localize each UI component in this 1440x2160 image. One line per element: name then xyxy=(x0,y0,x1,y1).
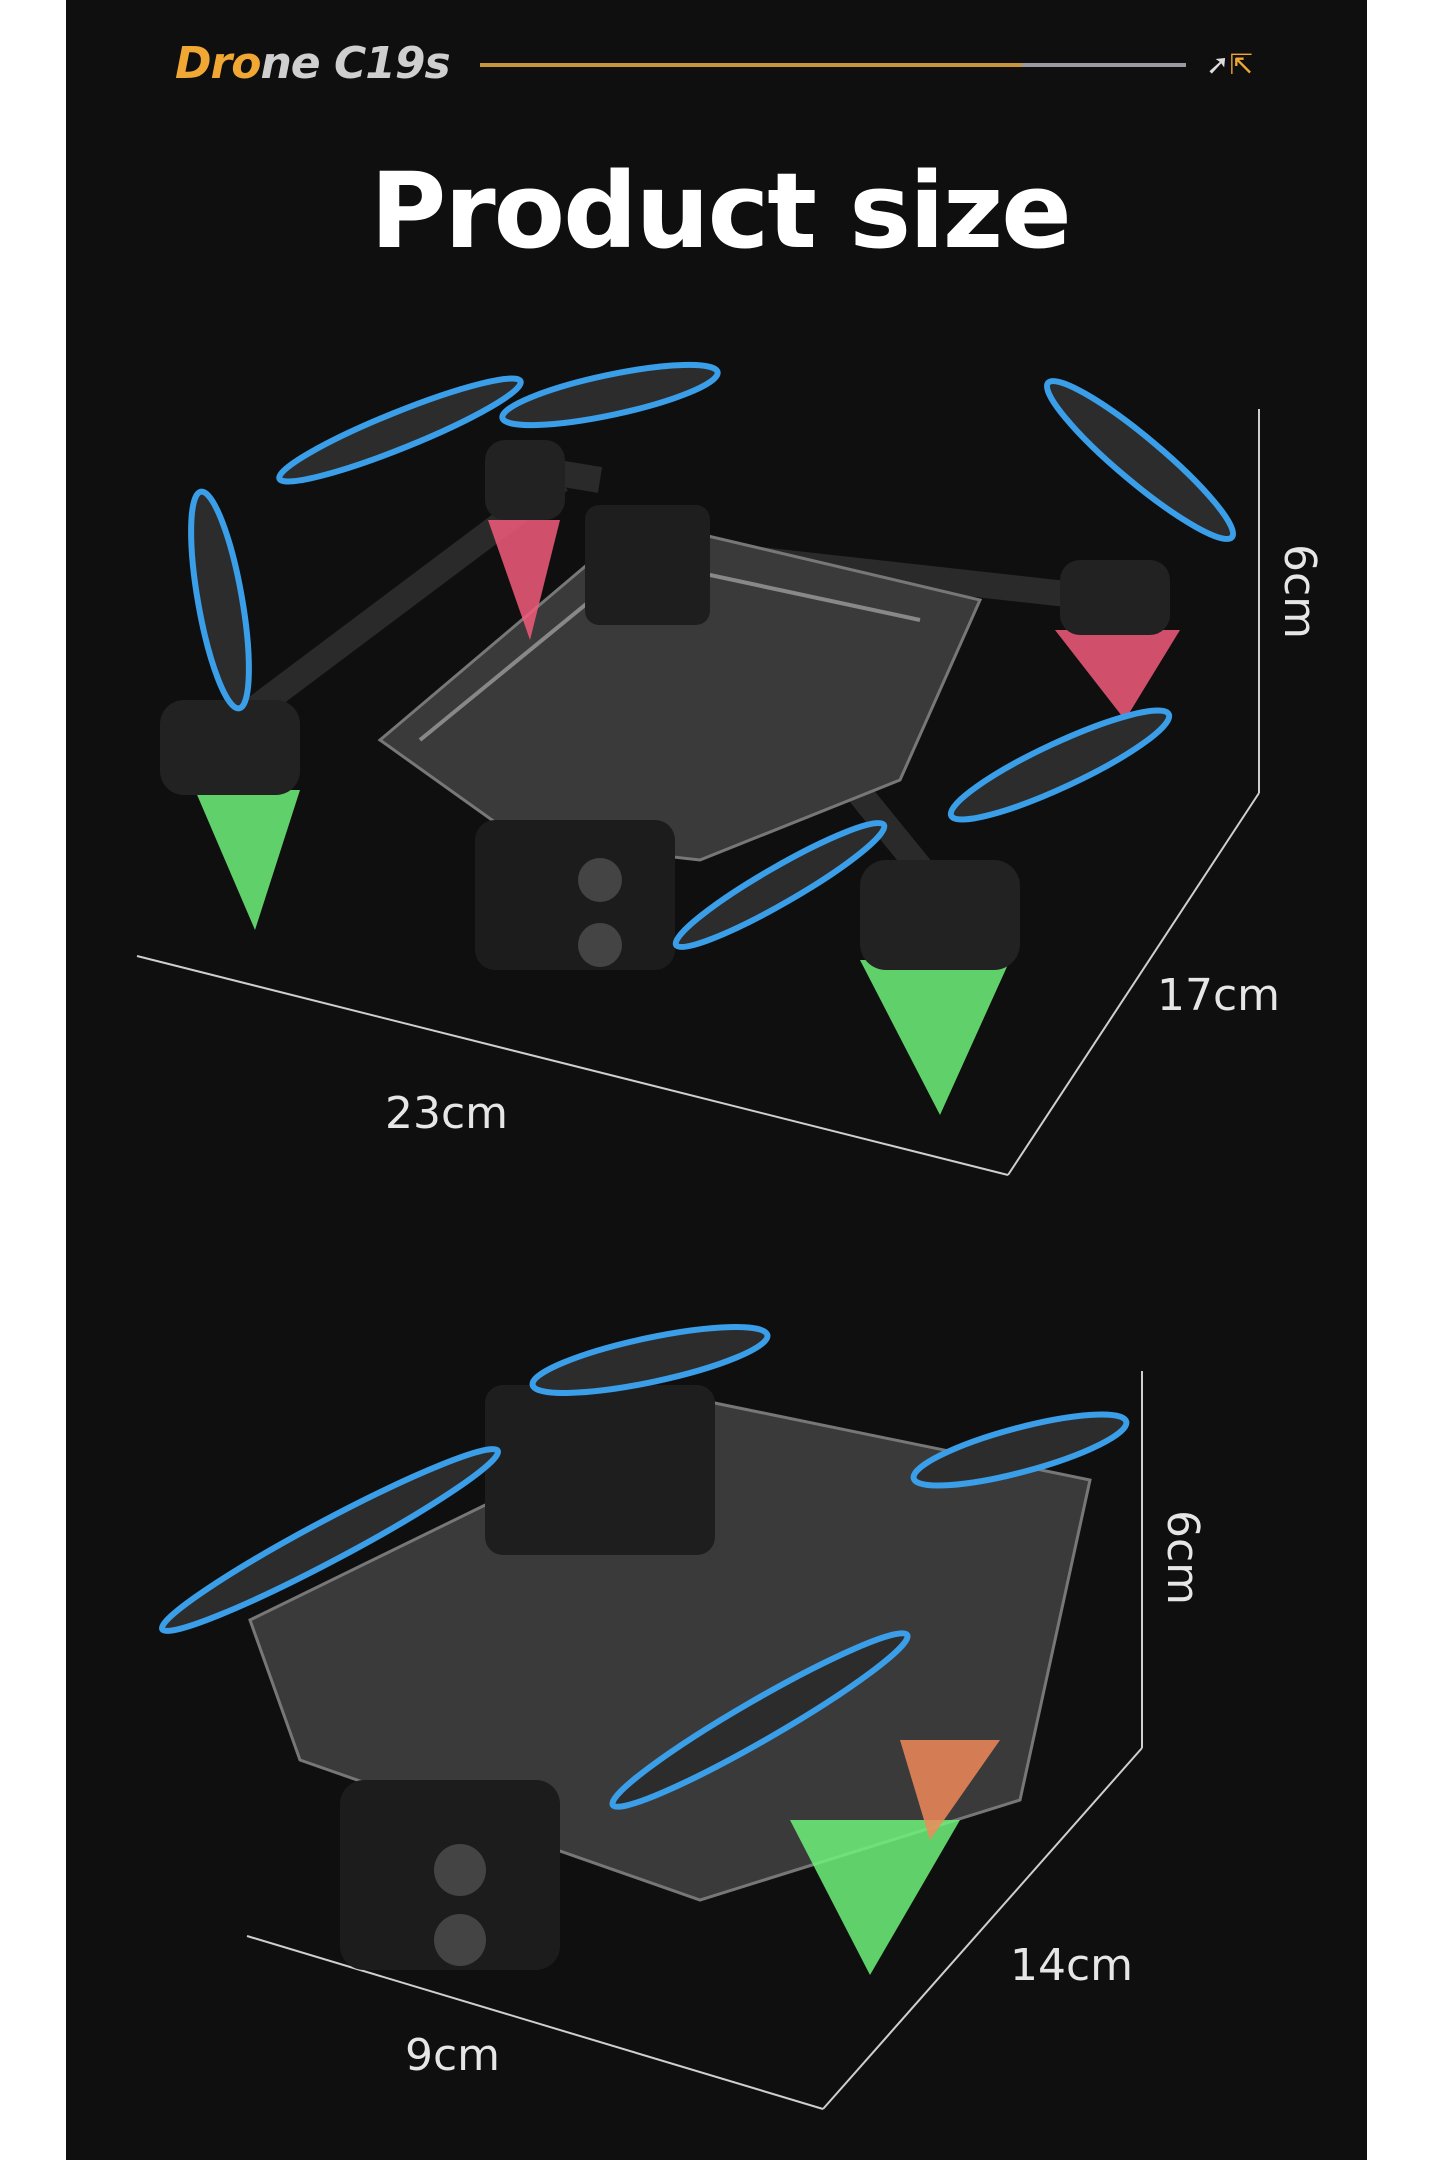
folded-depth-label: 14cm xyxy=(1010,1940,1134,1991)
avoidance-sensor xyxy=(485,1385,715,1555)
led-green xyxy=(860,960,1010,1115)
dimension-lines-folded xyxy=(246,1371,1143,2110)
avoidance-sensor xyxy=(585,505,710,625)
dimension-lines-unfolded xyxy=(136,409,1260,1176)
brand-logo: Drone C19s xyxy=(175,38,451,89)
unfolded-width-label: 23cm xyxy=(385,1088,509,1139)
led-green xyxy=(790,1820,960,1975)
page-title: Product size xyxy=(370,150,1072,272)
arrow-icon: ➚ xyxy=(1206,48,1230,81)
header-icons: ➚⇱ xyxy=(1206,48,1253,81)
led-pink xyxy=(488,520,560,640)
drone-unfolded xyxy=(160,361,1237,1115)
folded-width-label: 9cm xyxy=(405,2030,501,2081)
led-orange xyxy=(900,1740,1000,1840)
camera-gimbal xyxy=(475,820,675,970)
unfolded-height-label: 6cm xyxy=(1274,543,1326,640)
propellers xyxy=(188,361,1237,950)
propellers xyxy=(158,1324,1130,1810)
brand-highlight: Dro xyxy=(175,38,261,89)
unfolded-depth-label: 17cm xyxy=(1157,970,1281,1021)
share-icon: ⇱ xyxy=(1229,48,1253,81)
brand-rest: ne C19s xyxy=(260,38,450,89)
folded-height-label: 6cm xyxy=(1157,1509,1209,1606)
header-divider-accent xyxy=(480,63,1022,67)
header-divider-gray xyxy=(1022,63,1186,67)
drone-folded xyxy=(158,1324,1130,1975)
led-pink xyxy=(1055,630,1180,720)
led-green xyxy=(195,790,300,930)
